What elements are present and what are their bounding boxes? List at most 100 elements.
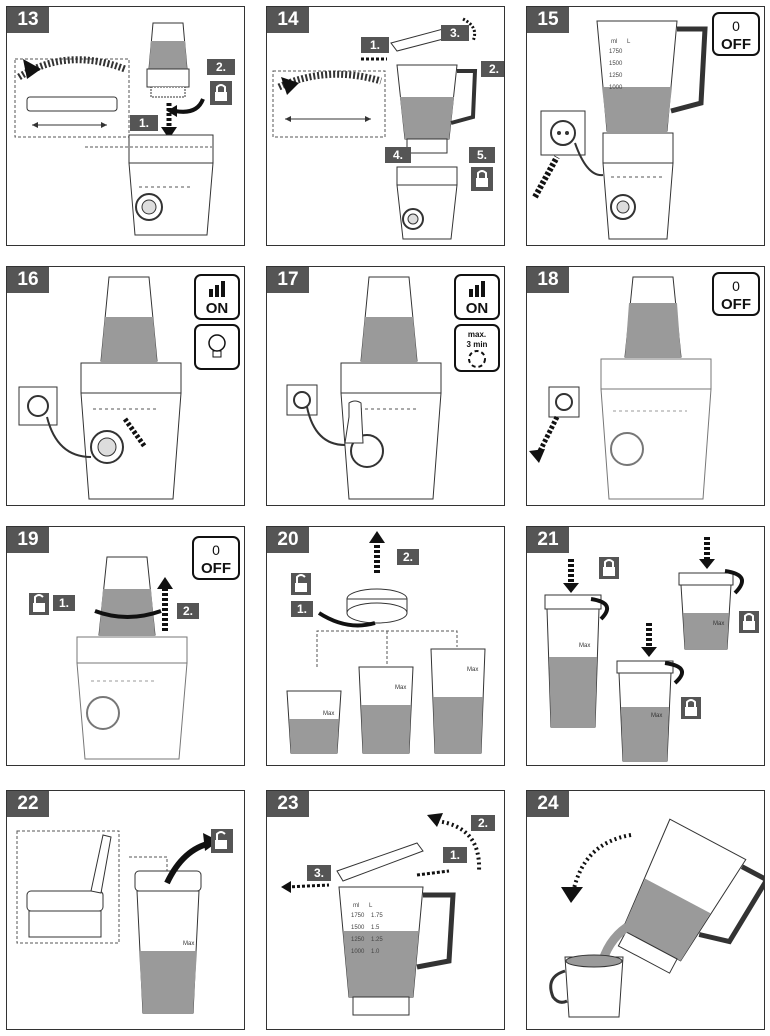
scale-mark: 1250 — [609, 73, 623, 79]
scale-liter: 1.5 — [371, 925, 380, 931]
jar-lid — [336, 842, 424, 882]
arrow-icon — [122, 417, 148, 449]
panel-number: 14 — [267, 7, 309, 33]
lock-icon — [210, 81, 232, 105]
bulb-icon — [194, 324, 240, 370]
panel-15-illustration: 0 OFF ml L 1750 1500 1250 1000 — [532, 12, 760, 240]
blender-base — [76, 636, 188, 760]
scale-mark: 1500 — [609, 61, 623, 67]
panel-13: 2. 1. 13 — [6, 6, 245, 246]
cup-medium-capped: Max — [616, 660, 674, 762]
state-badge — [712, 12, 760, 56]
plug-icon — [18, 386, 58, 426]
rotate-arrow-icon — [23, 59, 41, 79]
state-symbol: 0 — [732, 18, 740, 34]
max-label: Max — [323, 711, 334, 717]
rotate-arrow-icon — [664, 661, 684, 685]
step-label: 2. — [478, 816, 488, 830]
panel-20: 1. 2. Max Max Max 20 — [266, 526, 505, 766]
ring-detail — [17, 56, 127, 80]
cup-large-capped: Max — [544, 594, 602, 728]
rotate-arrow-icon — [317, 611, 376, 628]
state-badge — [192, 536, 240, 580]
mini-jar — [98, 556, 156, 636]
panel-22-illustration: Max — [16, 829, 233, 1014]
scale-liter: 1.25 — [371, 937, 383, 943]
max-label: Max — [579, 643, 590, 649]
lock-icon — [599, 557, 619, 579]
blender-jar: ml L 1750 1500 1250 1000 — [596, 20, 708, 132]
step-label: 1. — [370, 38, 380, 52]
rotate-arrow-icon — [281, 77, 299, 95]
state-label: OFF — [201, 560, 231, 577]
step-label: 1. — [297, 602, 307, 616]
blender-jar: ml L 1750 1.75 1500 1.5 1250 1.25 1000 1… — [338, 886, 456, 1016]
step-label: 5. — [477, 148, 487, 162]
max-label: Max — [183, 941, 194, 947]
panel-20-illustration: 1. 2. Max Max Max — [286, 531, 486, 754]
plug-icon — [540, 110, 586, 156]
panel-18: 0 OFF 18 — [526, 266, 765, 506]
timer-icon — [454, 324, 500, 372]
blender-base — [602, 132, 674, 240]
scale-mark: 1250 — [351, 937, 365, 943]
mini-jar — [100, 276, 158, 362]
max-label: Max — [713, 621, 724, 627]
step-label: 2. — [403, 550, 413, 564]
state-label: ON — [206, 300, 229, 317]
scale-unit: ml — [611, 39, 617, 45]
cup-small-capped: Max — [678, 572, 734, 650]
panel-17: ON max. 3 min 17 — [266, 266, 505, 506]
scale-unit: L — [627, 39, 631, 45]
step-label: 2. — [489, 62, 499, 76]
cup-large: Max — [134, 870, 202, 1014]
step-label: 3. — [450, 26, 460, 40]
state-symbol: 0 — [732, 278, 740, 294]
panel-14-illustration: 1. 3. 2. 4. 5. — [272, 17, 504, 240]
mug — [549, 954, 624, 1018]
blender-base — [340, 362, 442, 500]
panel-21: Max Max Max 21 — [526, 526, 765, 766]
panel-17-illustration: ON max. 3 min — [286, 274, 500, 500]
inset-box — [16, 830, 120, 944]
panel-24: 24 — [526, 790, 765, 1030]
rotate-arrow-icon — [94, 609, 162, 619]
hand-icon — [344, 400, 364, 444]
rotate-arrow-icon — [590, 597, 610, 621]
mini-jar — [360, 276, 418, 362]
mini-jar — [146, 22, 190, 98]
max-label: Max — [395, 685, 406, 691]
panel-18-illustration: 0 OFF — [529, 272, 760, 500]
panel-16: ON 16 — [6, 266, 245, 506]
panel-number: 21 — [527, 527, 569, 553]
panel-16-illustration: ON — [18, 274, 240, 500]
unlock-icon — [211, 829, 233, 853]
state-badge — [712, 272, 760, 316]
plug-icon — [548, 386, 580, 418]
blender-base — [396, 166, 458, 240]
unlock-icon — [29, 593, 49, 615]
scale-mark: 1750 — [609, 49, 623, 55]
scale-liter: 1.75 — [371, 913, 383, 919]
state-symbol: 0 — [212, 542, 220, 558]
scale-unit: ml — [353, 903, 359, 909]
base-slot — [26, 96, 118, 112]
panel-23: 1. 2. 3. ml L 1750 1.75 1500 1.5 1250 1.… — [266, 790, 505, 1030]
cup-medium: Max — [358, 666, 414, 754]
timer-line: max. — [468, 330, 486, 339]
step-label: 1. — [450, 848, 460, 862]
blender-base — [80, 362, 182, 500]
scale-unit: L — [369, 903, 373, 909]
panel-24-illustration — [549, 818, 764, 1018]
panel-19: 0 OFF 1. 2. 19 — [6, 526, 245, 766]
flip-lid — [26, 834, 112, 938]
lock-icon — [681, 697, 701, 719]
panel-23-illustration: 1. 2. 3. ml L 1750 1.75 1500 1.5 1250 1.… — [281, 813, 495, 1016]
curved-arrow-icon — [436, 819, 482, 872]
scale-mark: 1000 — [351, 949, 365, 955]
blender-base — [600, 358, 712, 500]
blender-base — [128, 134, 214, 236]
panel-number: 18 — [527, 267, 569, 293]
panel-number: 22 — [7, 791, 49, 817]
lock-icon — [471, 167, 493, 191]
